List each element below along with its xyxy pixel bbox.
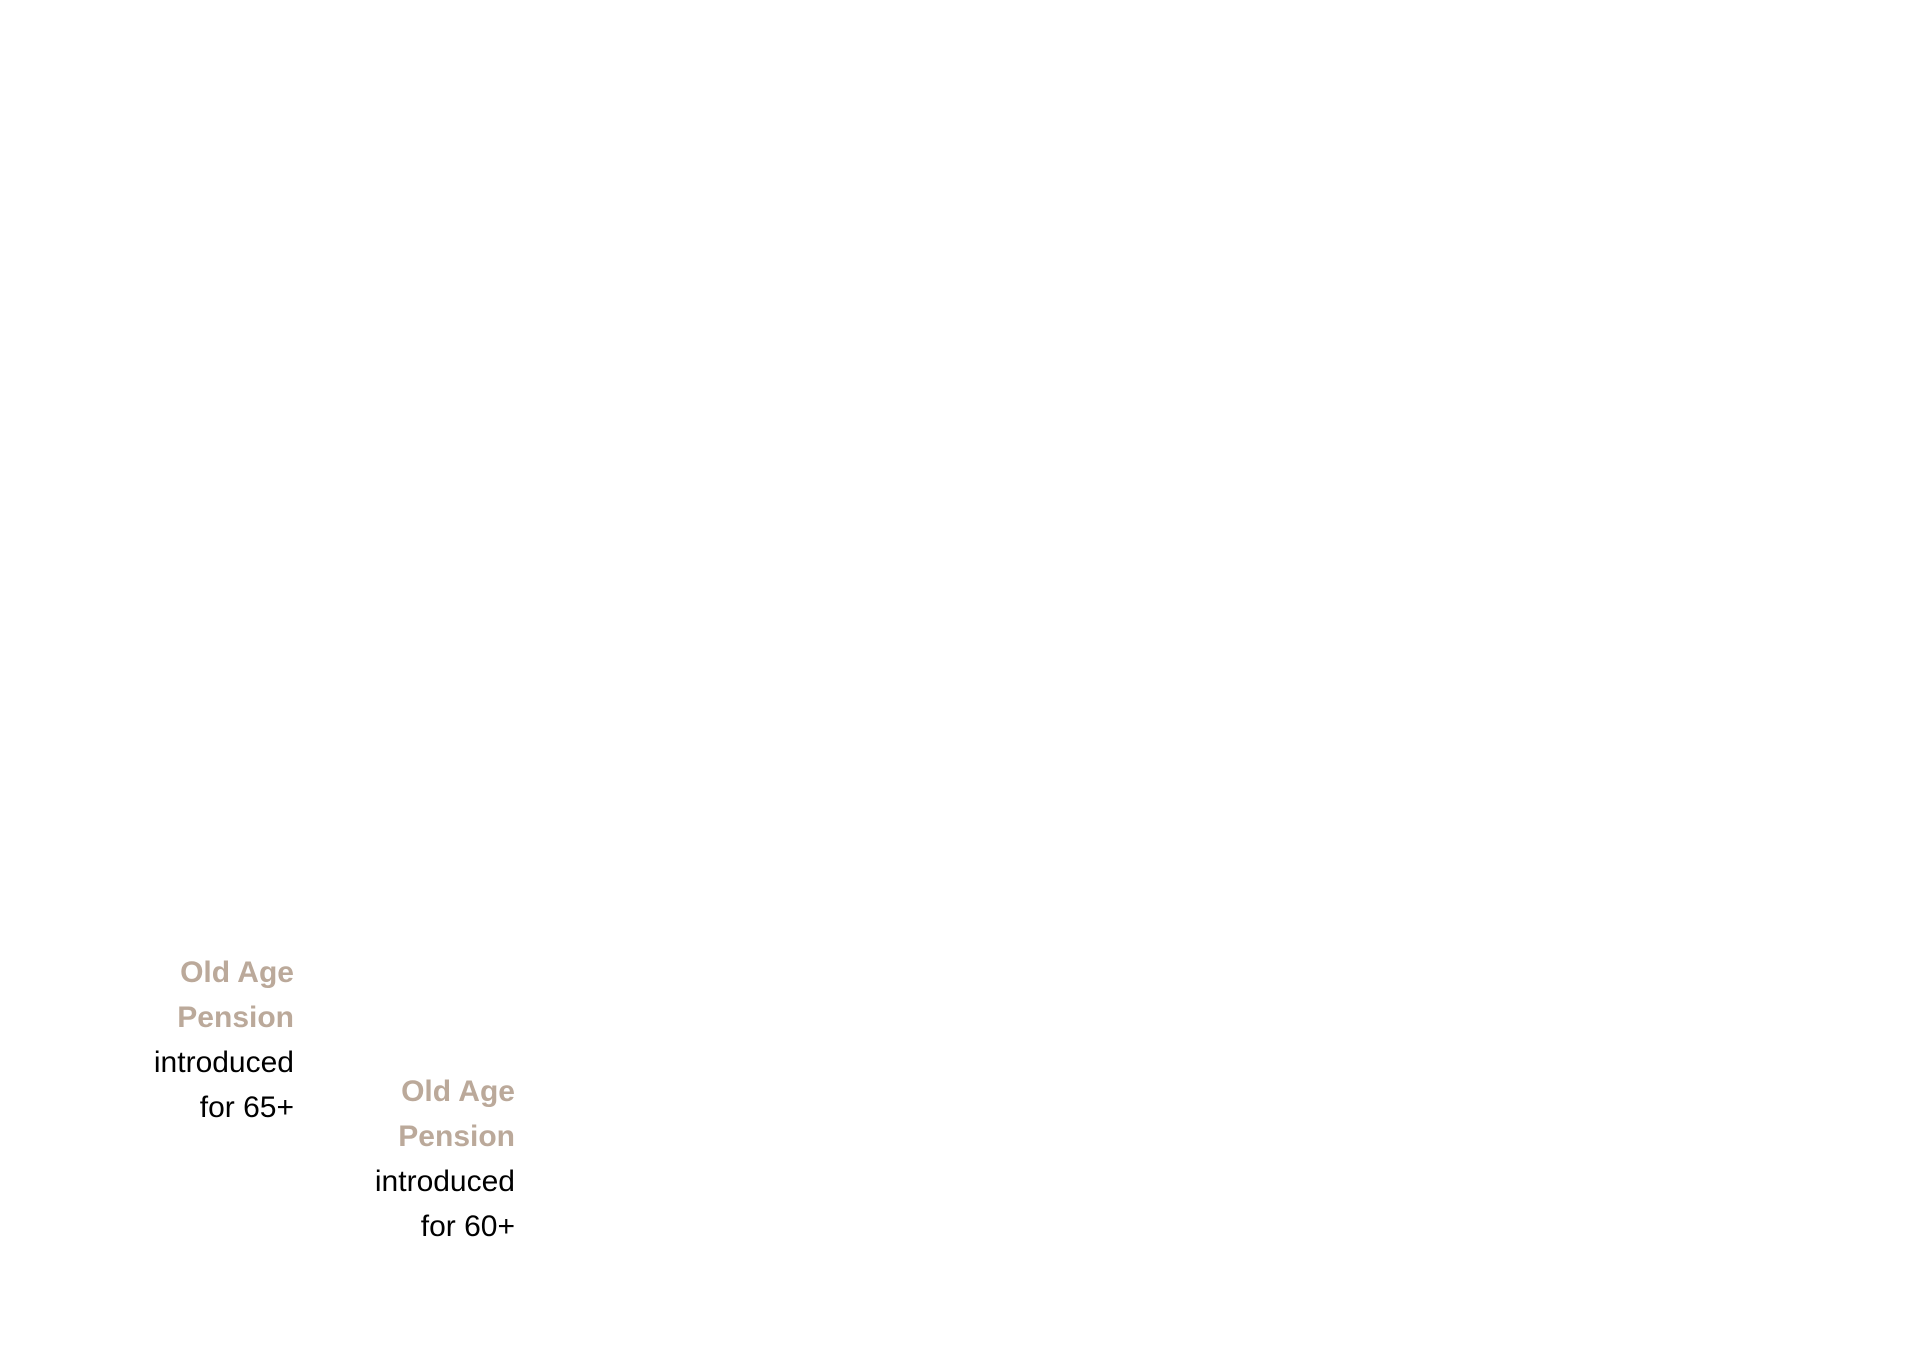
annotation-highlight: Old Age	[180, 956, 294, 989]
annotation-text: introduced	[153, 1046, 294, 1079]
annotation-pension-65: Old Age Pension introduced for 65+	[154, 950, 294, 1130]
annotation-text: for 65+	[199, 1091, 294, 1124]
annotation-highlight: Pension	[177, 1001, 294, 1034]
annotation-text: for 60+	[420, 1210, 515, 1243]
annotation-text: introduced	[374, 1165, 515, 1198]
annotation-highlight: Old Age	[401, 1075, 515, 1108]
annotation-highlight: Pension	[398, 1120, 515, 1153]
annotation-pension-60: Old Age Pension introduced for 60+	[375, 1069, 515, 1249]
